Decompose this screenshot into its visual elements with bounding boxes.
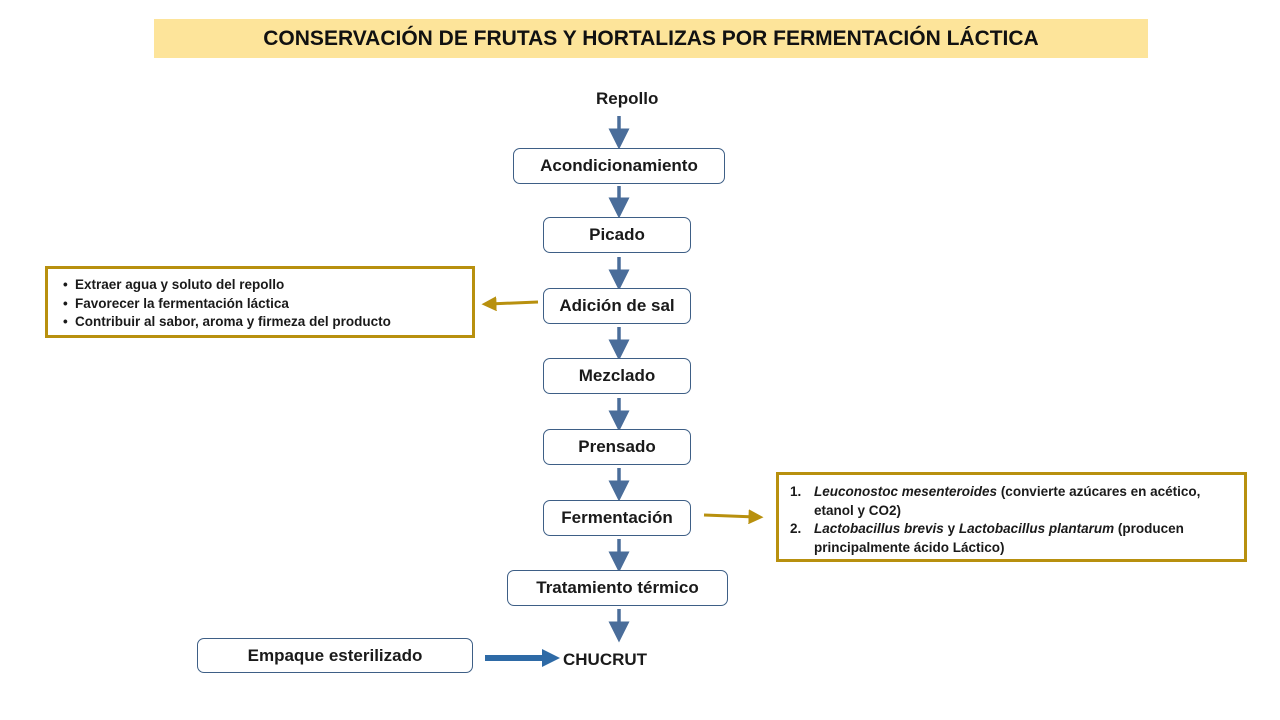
step-adicion-de-sal: Adición de sal (543, 288, 691, 324)
start-label-repollo: Repollo (596, 89, 659, 108)
fermentation-note-item: 1. Leuconostoc mesenteroides (convierte a… (782, 483, 1232, 520)
salt-note-item: Favorecer la fermentación láctica (54, 295, 472, 314)
fermentation-organisms-note: 1. Leuconostoc mesenteroides (convierte a… (776, 472, 1247, 562)
salt-purpose-note: Extraer agua y soluto del repollo Favore… (45, 266, 475, 338)
organism-name: Lactobacillus brevis (814, 521, 944, 536)
step-fermentacion: Fermentación (543, 500, 691, 536)
end-label-chucrut: CHUCRUT (563, 650, 648, 669)
organism-name: Lactobacillus plantarum (958, 521, 1115, 536)
salt-note-item: Contribuir al sabor, aroma y firmeza del… (54, 313, 472, 332)
step-picado: Picado (543, 217, 691, 253)
step-mezclado: Mezclado (543, 358, 691, 394)
fermentation-note-item: 2. Lactobacillus brevis y Lactobacillus p… (782, 520, 1232, 557)
item-number: 1. (790, 484, 802, 499)
connector-text: y (943, 521, 959, 536)
packaging-box: Empaque esterilizado (197, 638, 473, 673)
salt-note-item: Extraer agua y soluto del repollo (54, 276, 472, 295)
note-arrow-fermentation (703, 509, 764, 525)
organism-name: Leuconostoc mesenteroides (814, 484, 998, 499)
item-number: 2. (790, 521, 802, 536)
step-tratamiento-termico: Tratamiento térmico (507, 570, 728, 606)
step-acondicionamiento: Acondicionamiento (513, 148, 725, 184)
note-arrow-salt (481, 296, 539, 312)
organism-description: (producen principalmente ácido Láctico) (814, 521, 1184, 555)
page-title: CONSERVACIÓN DE FRUTAS Y HORTALIZAS POR … (154, 19, 1148, 58)
step-prensado: Prensado (543, 429, 691, 465)
organism-description: (convierte azúcares en acético, etanol y… (814, 484, 1201, 518)
